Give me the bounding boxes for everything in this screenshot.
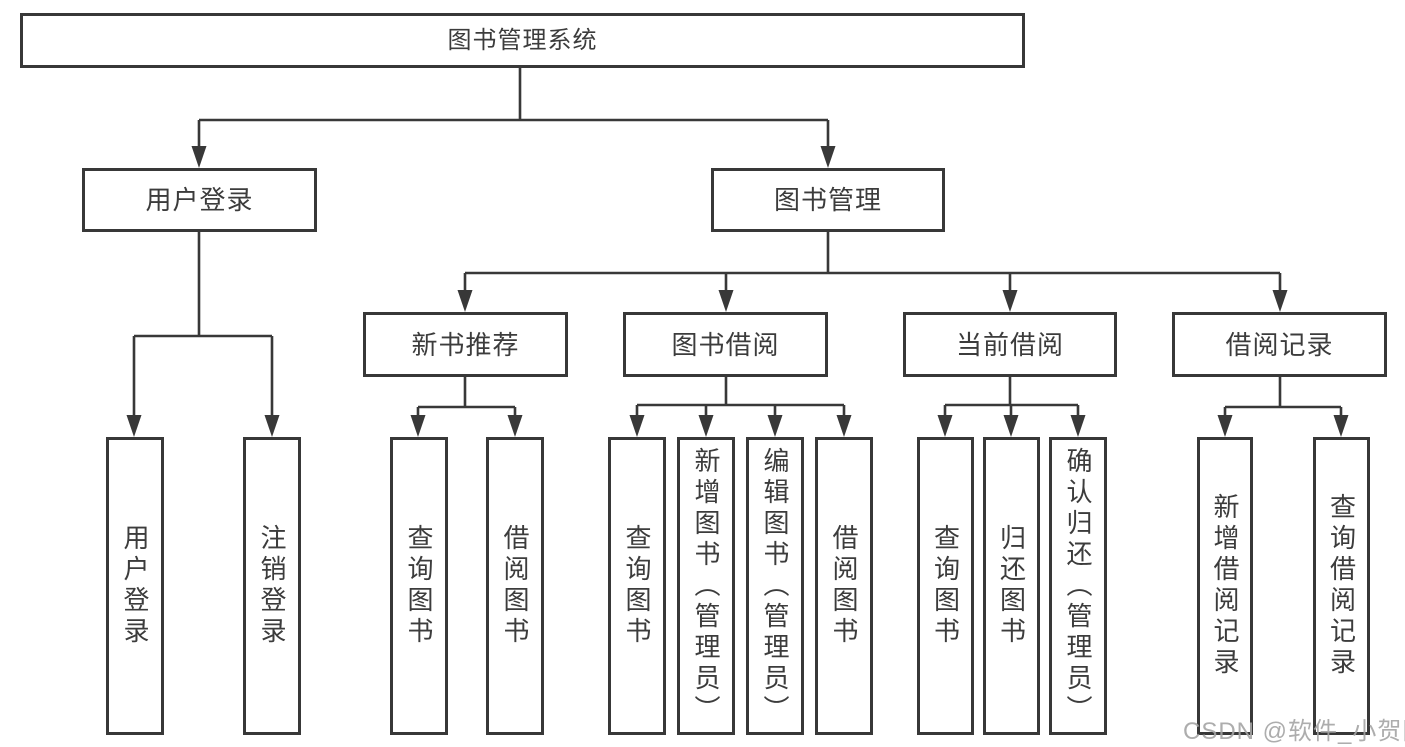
node-current-borrow-label: 当前借阅 [955,329,1064,360]
leaf-query-books-borrow: 查询图书 [608,437,666,735]
node-book-management-label: 图书管理 [773,185,882,215]
node-current-borrow: 当前借阅 [903,312,1117,377]
node-book-management: 图书管理 [711,168,945,232]
leaf-edit-book-admin: 编辑图书（管理员） [746,437,804,735]
node-borrow-records-label: 借阅记录 [1225,329,1334,360]
leaf-return-books: 归还图书 [983,437,1040,735]
leaf-add-book-admin: 新增图书（管理员） [677,437,735,735]
leaf-add-borrow-record-label: 新增借阅记录 [1210,493,1240,679]
leaf-borrow-books: 借阅图书 [815,437,873,735]
node-book-borrow: 图书借阅 [623,312,828,377]
node-root-label: 图书管理系统 [447,26,598,54]
csdn-watermark: CSDN @软件_小贺同学 [1183,718,1405,745]
leaf-borrow-books-recommend-label: 借阅图书 [500,524,530,648]
leaf-query-borrow-record: 查询借阅记录 [1313,437,1370,735]
leaf-user-login-label: 用户登录 [120,524,150,648]
node-new-book-recommend-label: 新书推荐 [411,329,520,360]
leaf-query-books-current: 查询图书 [917,437,974,735]
leaf-confirm-return-admin-label: 确认归还（管理员） [1063,446,1093,726]
node-user-login: 用户登录 [82,168,317,232]
leaf-query-books-current-label: 查询图书 [930,524,961,648]
leaf-borrow-books-label: 借阅图书 [829,524,859,648]
leaf-query-borrow-record-label: 查询借阅记录 [1326,493,1357,679]
arrow-down-icons [126,146,1349,437]
node-borrow-records: 借阅记录 [1172,312,1387,377]
leaf-return-books-label: 归还图书 [996,524,1027,648]
leaf-edit-book-admin-label: 编辑图书（管理员） [760,446,790,726]
leaf-add-book-admin-label: 新增图书（管理员） [691,446,721,726]
leaf-confirm-return-admin: 确认归还（管理员） [1049,437,1107,735]
node-book-borrow-label: 图书借阅 [671,329,780,360]
leaf-user-login: 用户登录 [106,437,164,735]
node-user-login-label: 用户登录 [145,185,254,215]
leaf-query-books-borrow-label: 查询图书 [622,524,652,648]
connector-paths [132,68,1343,416]
leaf-add-borrow-record: 新增借阅记录 [1197,437,1253,735]
leaf-query-books-recommend: 查询图书 [390,437,448,735]
leaf-logout: 注销登录 [243,437,301,735]
leaf-borrow-books-recommend: 借阅图书 [486,437,544,735]
node-new-book-recommend: 新书推荐 [363,312,568,377]
node-root: 图书管理系统 [20,13,1025,68]
leaf-query-books-recommend-label: 查询图书 [404,524,434,648]
leaf-logout-label: 注销登录 [257,524,287,648]
